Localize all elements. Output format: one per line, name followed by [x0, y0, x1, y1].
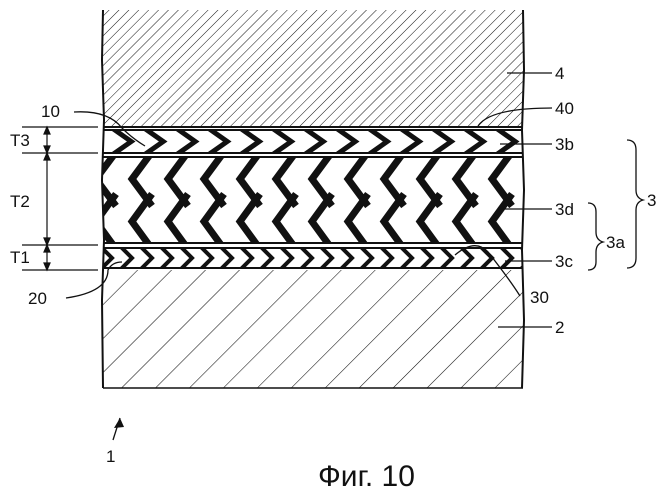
label-group-3a: 3a — [606, 233, 625, 252]
label-interface-40: 40 — [555, 99, 574, 118]
label-layer-3b: 3b — [555, 135, 574, 154]
label-thickness-t2: T2 — [10, 192, 30, 211]
label-interface-30: 30 — [530, 288, 549, 307]
dimension-lines — [22, 127, 98, 270]
label-thickness-t1: T1 — [10, 248, 30, 267]
layer-3c — [80, 246, 552, 270]
label-layer-4: 4 — [555, 64, 564, 83]
brace-3 — [627, 140, 643, 268]
figure-caption: Фиг. 10 — [318, 460, 415, 493]
layer-4 — [103, 10, 523, 127]
label-layer-2: 2 — [555, 318, 564, 337]
layer-3b — [80, 128, 547, 155]
label-layer-3c: 3c — [555, 252, 573, 271]
layer-2 — [103, 270, 523, 388]
label-interface-20: 20 — [28, 289, 47, 308]
layer-3d — [60, 152, 584, 249]
label-interface-10: 10 — [41, 102, 60, 121]
brace-3a — [588, 203, 603, 270]
label-layer-3d: 3d — [555, 200, 574, 219]
label-assembly-1: 1 — [106, 447, 115, 466]
label-thickness-t3: T3 — [10, 131, 30, 150]
label-group-3: 3 — [647, 191, 656, 210]
